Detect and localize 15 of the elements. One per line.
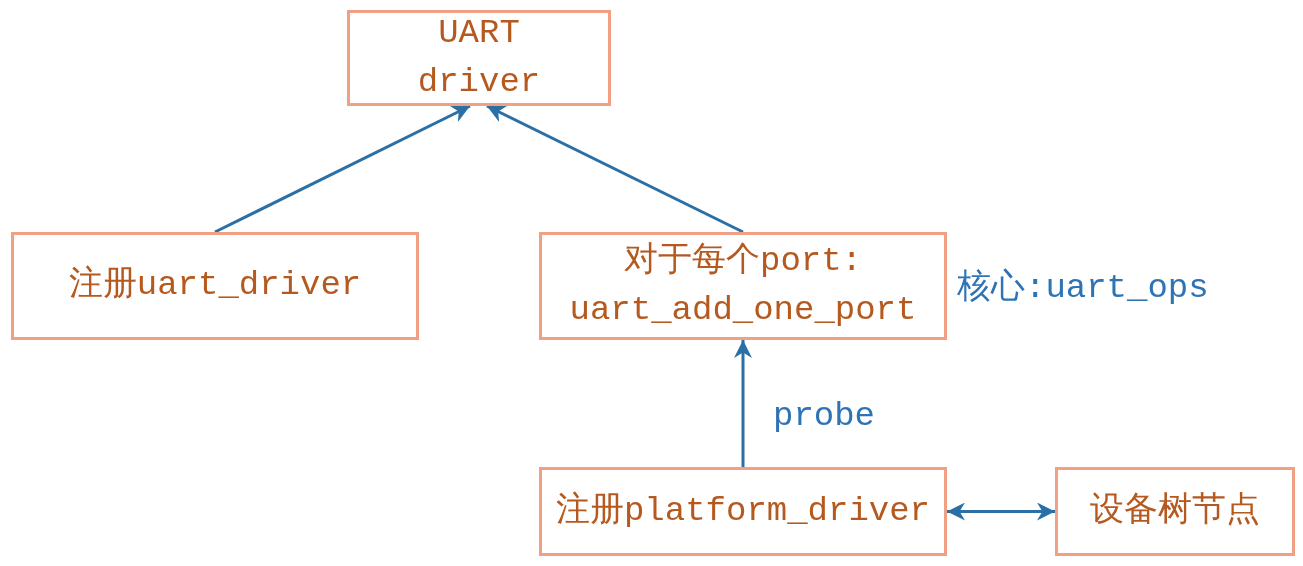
arrow [947, 502, 1055, 521]
node-text: 对于每个port: uart_add_one_port [568, 240, 918, 331]
process-box [347, 10, 611, 106]
node-text: UART driver [416, 12, 542, 103]
arrow [486, 104, 744, 234]
process-box [1055, 467, 1295, 556]
process-box [539, 467, 947, 556]
node-text: 设备树节点 [1090, 490, 1260, 532]
node-text: 注册platform_driver [555, 490, 931, 532]
node-text: 注册uart_driver [68, 264, 362, 307]
process-box [539, 232, 947, 340]
annotation-text: 核心:uart_ops [957, 268, 1209, 309]
arrow [734, 340, 752, 467]
arrow [214, 104, 471, 234]
process-box [11, 232, 419, 340]
